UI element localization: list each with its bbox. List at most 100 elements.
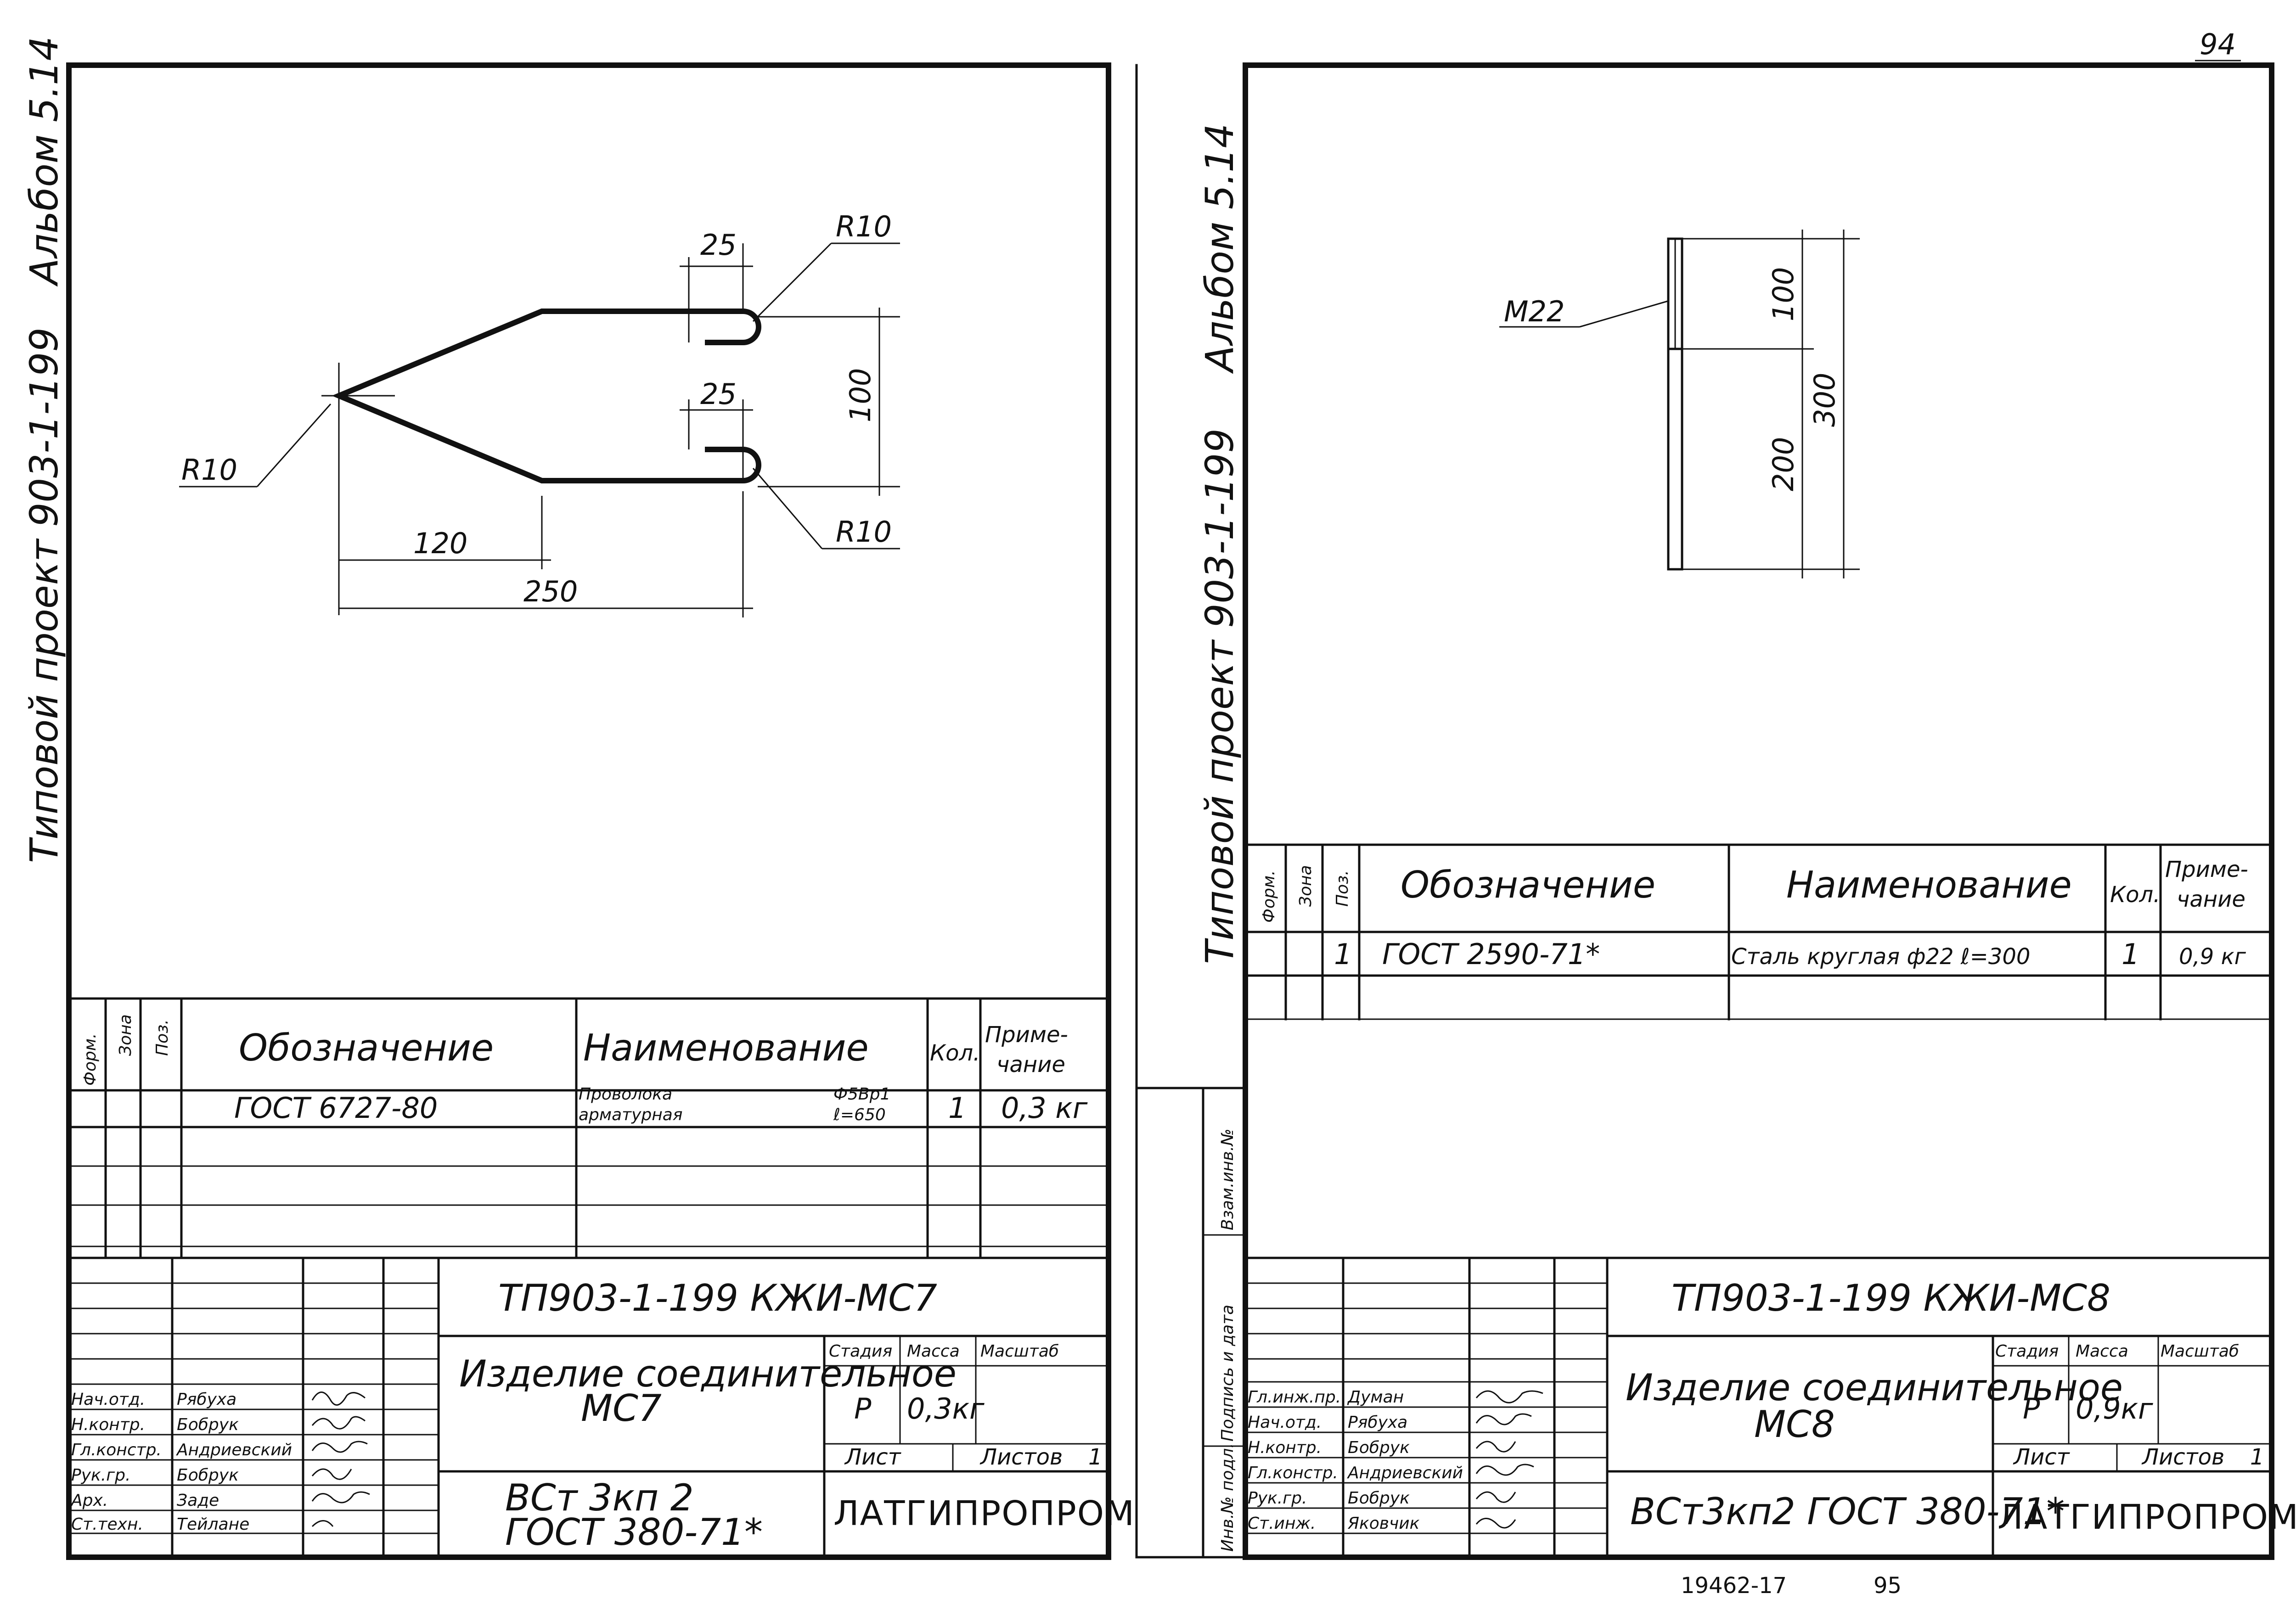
title-name-1: Изделие соединительное	[459, 1352, 957, 1395]
spec2-header-form: Форм.	[1260, 870, 1278, 923]
footer-code: 19462-17	[1681, 1573, 1787, 1599]
spec2-header-note-2: чание	[2177, 886, 2245, 912]
title-name-2: МС7	[581, 1387, 662, 1430]
spec-table-mc7: Форм. Зона Поз. Обозначение Наименование…	[68, 997, 1110, 1259]
side-stamp: Инв.№ подл. Подпись и дата Взам.инв.№	[1135, 1087, 1247, 1559]
spec2-header-note-1: Приме-	[2165, 857, 2248, 882]
staff-role-3: Гл.констр.	[71, 1441, 162, 1459]
signature-4	[311, 1468, 352, 1480]
spec2-qty: 1	[2122, 937, 2139, 971]
stamp-vzam: Взам.инв.№	[1218, 1128, 1237, 1230]
staff2-name-1: Думан	[1347, 1388, 1404, 1407]
dim-r10-bottom: R10	[836, 515, 892, 549]
spec-header-qty: Кол.	[930, 1040, 980, 1066]
spec2-header-zone: Зона	[1296, 865, 1315, 907]
title2-stage-header: Стадия	[1995, 1342, 2059, 1361]
title2-scale-header: Масштаб	[2161, 1342, 2239, 1361]
title2-sheets-header: Листов	[2141, 1444, 2224, 1470]
dim-120: 120	[413, 527, 467, 560]
signature2-6	[1475, 1518, 1516, 1529]
dim-thread-m22: М22	[1504, 295, 1564, 328]
title-block-mc8: Гл.инж.пр. Думан Нач.отд. Рябуха Н.контр…	[1244, 1257, 2296, 1559]
staff2-role-6: Ст.инж.	[1248, 1514, 1316, 1533]
spec-header-name: Наименование	[583, 1027, 869, 1069]
staff2-name-4: Андриевский	[1347, 1464, 1463, 1482]
signature-3	[311, 1441, 368, 1453]
spec2-header-designation: Обозначение	[1401, 864, 1655, 906]
spec-note: 0,3 кг	[1001, 1091, 1088, 1125]
sheet-mc8: Типовой проект 903-1-199 Альбом 5.14 Инв…	[1135, 62, 2296, 1560]
title-material-2: ГОСТ 380-71*	[505, 1511, 763, 1554]
title-mass: 0,3кг	[907, 1392, 985, 1425]
vertical-caption-right: Типовой проект 903-1-199 Альбом 5.14	[1197, 123, 1242, 964]
spec-header-form: Форм.	[81, 1033, 100, 1086]
title-block-mc7: Нач.отд. Рябуха Н.контр. Бобрук Гл.конст…	[68, 1257, 1134, 1559]
project-caption-right: Типовой проект 903-1-199	[1197, 428, 1242, 964]
staff2-name-5: Бобрук	[1348, 1489, 1410, 1508]
spec-header-zone: Зона	[116, 1014, 135, 1056]
spec-qty: 1	[948, 1091, 966, 1125]
title-sheets-count: 1	[1088, 1444, 1103, 1470]
title-mass-header: Масса	[907, 1342, 960, 1361]
staff2-name-3: Бобрук	[1348, 1438, 1410, 1457]
spec-name-spec-2: ℓ=650	[833, 1105, 886, 1124]
album-caption: Альбом 5.14	[22, 36, 67, 287]
album-caption-right: Альбом 5.14	[1197, 123, 1242, 374]
dim-200-rod: 200	[1767, 437, 1800, 491]
staff-name-6: Тейлане	[177, 1515, 249, 1534]
title-scale-header: Масштаб	[980, 1342, 1059, 1361]
spec-name-line-2: арматурная	[579, 1105, 683, 1124]
vertical-caption-left: Типовой проект 903-1-199 Альбом 5.14	[22, 36, 67, 863]
spec2-pos: 1	[1334, 937, 1352, 971]
staff-role-4: Рук.гр.	[71, 1466, 130, 1485]
staff-role-1: Нач.отд.	[71, 1390, 145, 1409]
staff-role-2: Н.контр.	[71, 1415, 145, 1434]
stamp-inv: Инв.№ подл.	[1218, 1443, 1237, 1552]
dim-100-rod: 100	[1767, 267, 1800, 321]
spec2-note: 0,9 кг	[2179, 944, 2246, 970]
staff2-name-6: Яковчик	[1347, 1514, 1420, 1533]
staff-role-5: Арх.	[70, 1491, 108, 1510]
spec-name-spec-1: Ф5Вр1	[833, 1085, 890, 1104]
signature2-1	[1475, 1390, 1543, 1403]
title-stage-header: Стадия	[829, 1342, 892, 1361]
signature-2	[311, 1416, 366, 1430]
wire-drawing-mc7: 25 25 R10 R10 R10 100 120	[179, 210, 900, 617]
title-code: ТП903-1-199 КЖИ-МС7	[498, 1277, 937, 1319]
staff-name-1: Рябуха	[177, 1390, 236, 1409]
footer-number: 95	[1874, 1573, 1902, 1599]
spec2-header-qty: Кол.	[2110, 882, 2160, 908]
dim-r10-top: R10	[836, 210, 892, 243]
title2-stage: Р	[2023, 1392, 2040, 1425]
title-material-1: ВСт 3кп 2	[505, 1476, 694, 1519]
staff-name-2: Бобрук	[177, 1415, 239, 1434]
signature2-3	[1475, 1441, 1516, 1453]
title2-sheet-header: Лист	[2013, 1444, 2071, 1470]
rod-drawing-mc8: 100 200 300 М22	[1499, 230, 1860, 578]
title-stage: Р	[854, 1392, 872, 1425]
spec-designation: ГОСТ 6727-80	[234, 1091, 438, 1125]
spec-header-pos: Поз.	[153, 1019, 172, 1056]
staff2-name-2: Рябуха	[1348, 1413, 1407, 1432]
signature2-5	[1475, 1491, 1516, 1503]
spec2-header-pos: Поз.	[1333, 870, 1352, 907]
spec-header-note-2: чание	[996, 1052, 1065, 1077]
signature-1	[311, 1391, 366, 1406]
spec-table-mc8: Форм. Зона Поз. Обозначение Наименование…	[1244, 843, 2273, 1021]
dim-r10-left: R10	[181, 453, 237, 487]
spec-header-designation: Обозначение	[239, 1027, 494, 1069]
signature2-2	[1475, 1413, 1532, 1425]
dim-25-bottom: 25	[700, 377, 737, 411]
spec2-header-name: Наименование	[1786, 864, 2072, 906]
staff-name-5: Заде	[177, 1491, 219, 1510]
page-number: 94	[2200, 28, 2236, 61]
signature-5	[311, 1491, 370, 1504]
title2-name-1: Изделие соединительное	[1626, 1366, 2123, 1409]
stamp-sign: Подпись и дата	[1218, 1305, 1237, 1442]
spec2-designation: ГОСТ 2590-71*	[1382, 937, 1600, 971]
staff2-role-4: Гл.констр.	[1248, 1464, 1338, 1482]
title-sheets-header: Листов	[979, 1444, 1063, 1470]
title2-org: ЛАТГИПРОПРОМ	[1998, 1498, 2296, 1537]
sheet-mc7: Типовой проект 903-1-199 Альбом 5.14 25 …	[22, 36, 1134, 1560]
dim-100: 100	[844, 368, 877, 422]
